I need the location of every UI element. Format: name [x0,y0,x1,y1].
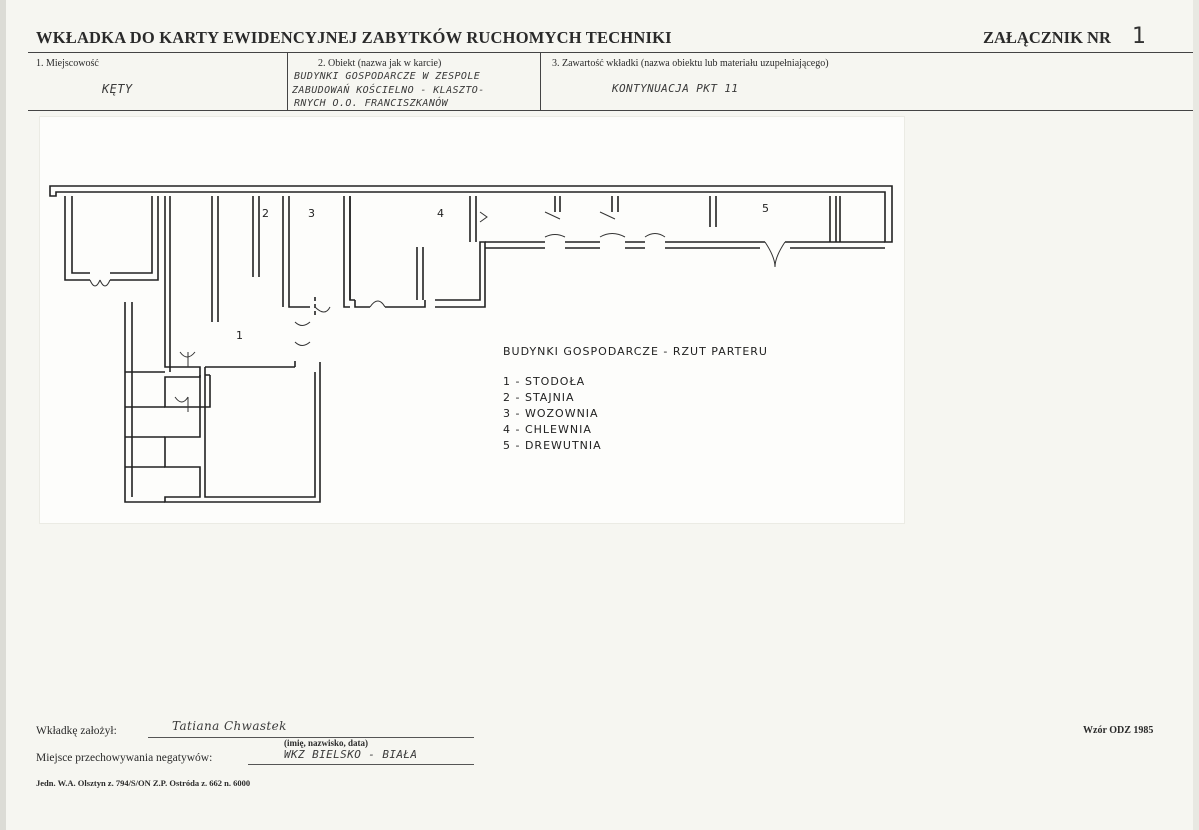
object-value-line1: BUDYNKI GOSPODARCZE W ZESPOLE [294,71,481,82]
page-edge-left [0,0,6,830]
plan-door-2 [179,351,196,367]
object-value-line2: ZABUDOWAŃ KOŚCIELNO - KLASZTO- [292,85,485,96]
plan-barn-inner [169,196,316,498]
negatives-label: Miejsce przechowywania negatywów: [36,752,213,764]
object-label: 2. Obiekt (nazwa jak w karcie) [318,58,442,69]
plan-door-3 [174,396,189,412]
created-by-value: Tatiana Chwastek [172,719,287,733]
contents-value: KONTYNUACJA PKT 11 [612,82,739,95]
created-by-hint: (imię, nazwisko, data) [284,738,368,748]
field-divider-2 [540,52,542,110]
plan-door-4 [294,321,311,346]
plan-woodshed-walls [829,196,841,242]
locality-label: 1. Miejscowość [36,58,99,69]
legend-item-3: 3 - WOZOWNIA [503,407,599,420]
annex-number: 1 [1132,24,1146,49]
plan-barn-bays [125,371,165,468]
object-value-line3: RNYCH O.O. FRANCISZKANÓW [294,98,449,109]
contents-label: 3. Zawartość wkładki (nazwa obiektu lub … [552,58,829,69]
plan-door-6 [369,300,386,308]
locality-value: KĘTY [102,82,133,96]
negatives-line [248,764,474,765]
legend-item-5: 5 - DREWUTNIA [503,439,602,452]
plan-top-wall [49,185,893,243]
plan-pigsty-inner [349,196,424,300]
plan-title: BUDYNKI GOSPODARCZE - RZUT PARTERU [503,345,768,358]
floor-plan-drawing: 1 2 3 4 5 BUDYNKI GOSPODARCZE - RZUT PAR… [49,185,893,503]
plan-barn-left [124,302,165,503]
page-edge-right [1193,0,1199,830]
legend-item-4: 4 - CHLEWNIA [503,423,592,436]
plan-pigsty-front [354,241,486,308]
room-number-5: 5 [762,202,770,215]
plan-wall-b [252,196,260,277]
plan-wall-c [282,196,310,308]
legend-item-2: 2 - STAJNIA [503,391,575,404]
plan-barn-partition [200,361,296,408]
plan-windows [544,233,666,238]
room-number-1: 1 [236,329,244,342]
plan-shed-walls [554,196,717,227]
plan-wall-a [211,196,219,322]
plan-door-8 [764,241,786,268]
plan-pigsty-side [469,196,477,242]
plan-door-9 [544,211,616,220]
plan-door-1 [89,279,111,287]
print-info: Jedn. W.A. Olsztyn z. 794/S/ON Z.P. Ostr… [36,778,251,788]
floor-plan-photo: 1 2 3 4 5 BUDYNKI GOSPODARCZE - RZUT PAR… [40,117,904,523]
created-by-line [148,737,474,738]
plan-door-5 [314,306,331,313]
form-title: WKŁADKA DO KARTY EWIDENCYJNEJ ZABYTKÓW R… [36,28,672,47]
form-version: Wzór ODZ 1985 [1083,725,1154,736]
room-number-3: 3 [308,207,316,220]
room-number-4: 4 [437,207,445,220]
plan-door-7 [479,211,488,223]
plan-barn-outline [164,196,321,503]
plan-left-wing [64,196,159,281]
fields-bottom-rule [28,110,1193,112]
created-by-label: Wkładkę założył: [36,725,117,737]
header-rule [28,52,1193,54]
negatives-value: WKZ BIELSKO - BIAŁA [284,748,418,761]
plan-left-wing-inner [71,196,153,274]
field-divider-1 [287,52,289,110]
room-number-2: 2 [262,207,270,220]
legend-item-1: 1 - STODOŁA [503,375,585,388]
annex-label: ZAŁĄCZNIK NR [983,28,1111,47]
